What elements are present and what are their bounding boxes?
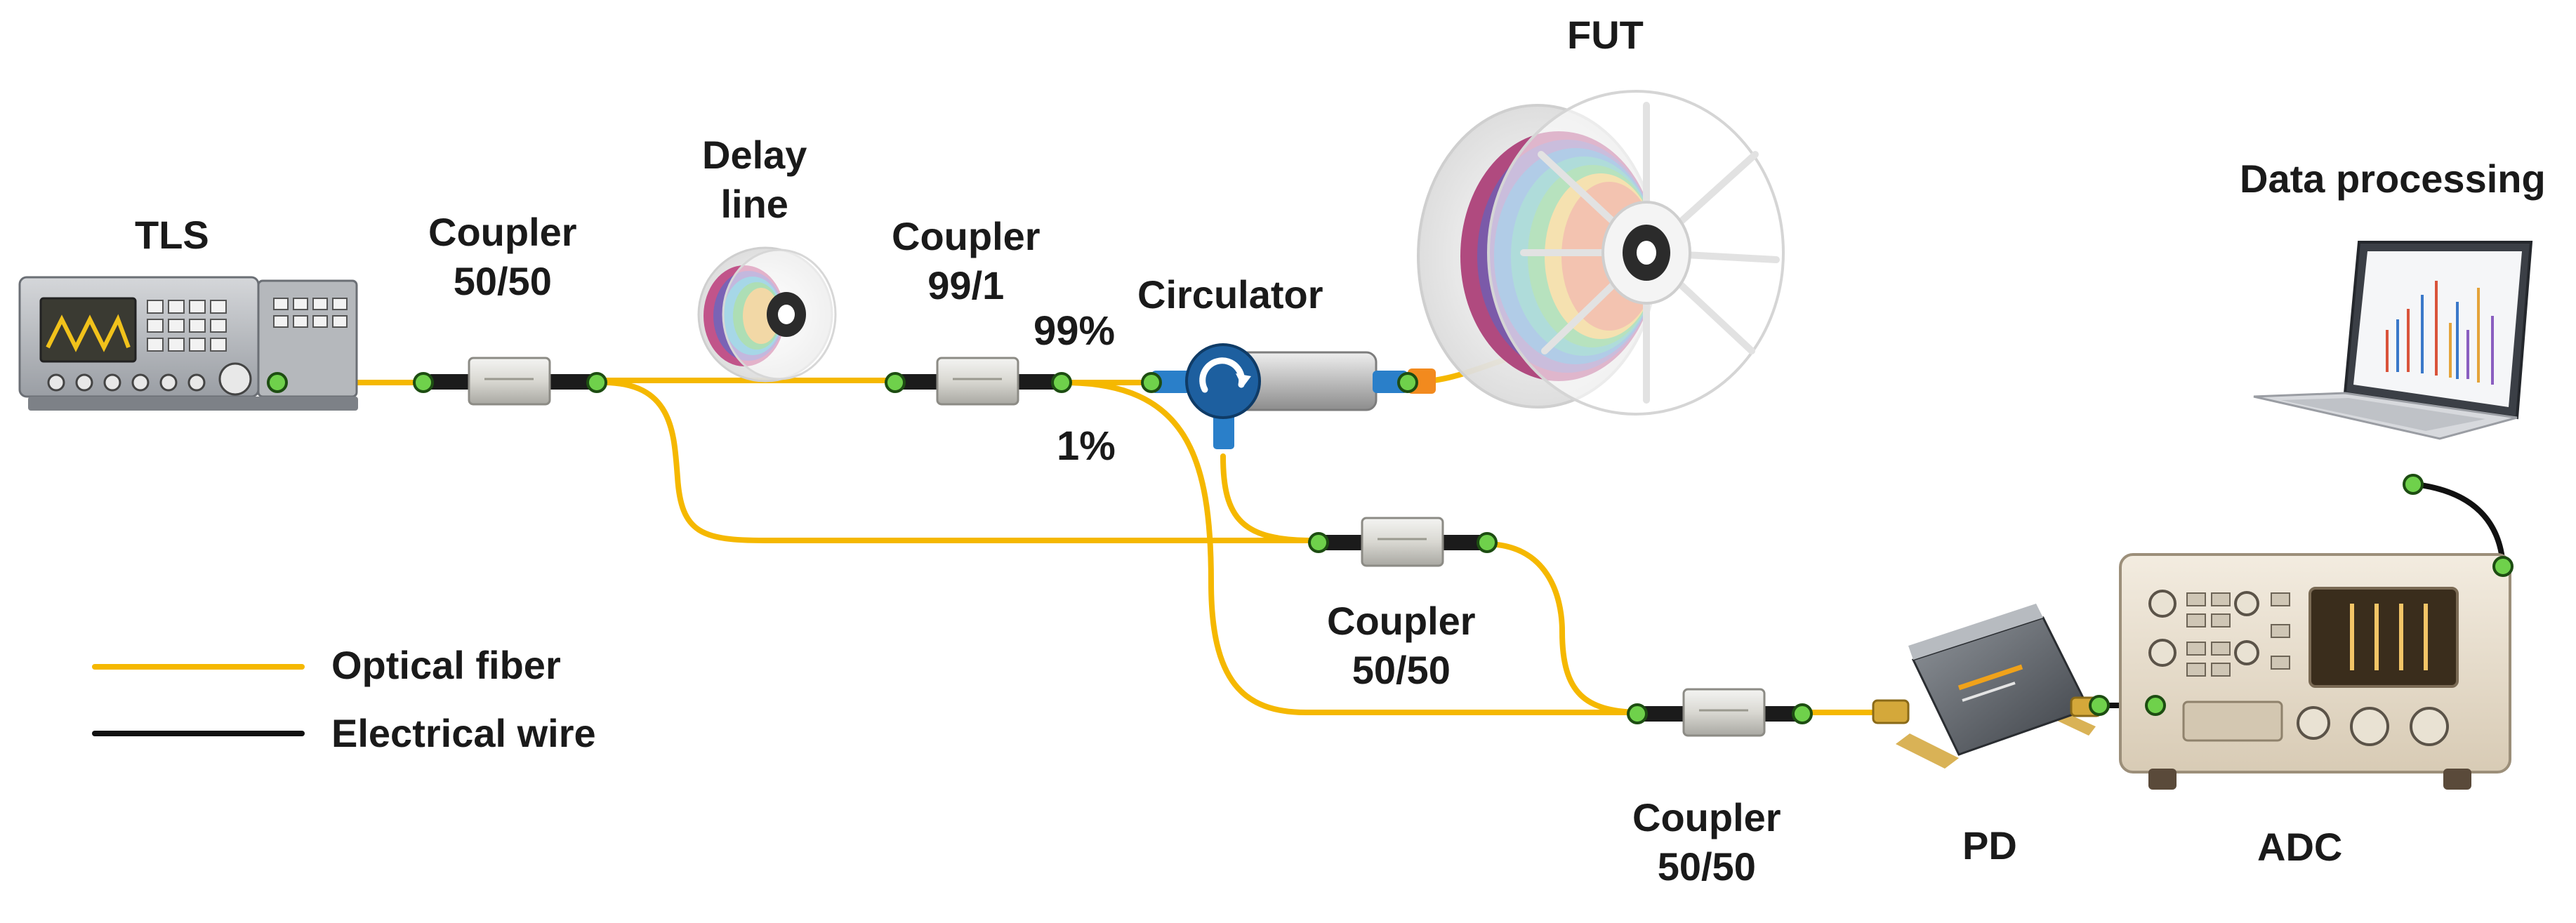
fiber-circulator-to-coupler3 bbox=[1220, 453, 1316, 543]
label-1-percent-text: 1% bbox=[1057, 423, 1116, 469]
photodetector bbox=[1872, 604, 2102, 769]
label-circulator-text: Circulator bbox=[1137, 272, 1323, 317]
label-99-percent-text: 99% bbox=[1033, 308, 1116, 354]
label-1-percent: 1% bbox=[1057, 421, 1116, 472]
tunable-laser-source-icon bbox=[18, 276, 358, 411]
label-coupler-4-line2: 50/50 bbox=[1657, 844, 1756, 889]
fiber-coupler1-reference-arm bbox=[601, 380, 1316, 543]
connector-coupler4-out bbox=[1792, 703, 1813, 724]
fiber-coupler-icon bbox=[428, 357, 593, 406]
connector-coupler3-in bbox=[1308, 532, 1329, 553]
coupler-4 bbox=[1642, 688, 1801, 737]
fiber-coupler3-to-coupler4 bbox=[1482, 541, 1639, 715]
label-tls: TLS bbox=[135, 211, 209, 260]
circulator-icon bbox=[1151, 343, 1408, 449]
coupler-3 bbox=[1320, 517, 1485, 567]
fiber-coupler-icon bbox=[1320, 517, 1485, 567]
label-tls-text: TLS bbox=[135, 213, 209, 257]
label-coupler-3-line1: Coupler bbox=[1327, 599, 1476, 643]
circulator bbox=[1151, 343, 1408, 449]
data-processing-laptop bbox=[2253, 241, 2533, 440]
label-delay-line: Delay line bbox=[702, 131, 807, 229]
connector-coupler2-out bbox=[1051, 372, 1072, 393]
connector-tls-output bbox=[267, 372, 288, 393]
connector-circulator-out bbox=[1397, 372, 1418, 393]
label-fut: FUT bbox=[1567, 11, 1644, 60]
photodetector-icon bbox=[1872, 604, 2102, 769]
label-adc-text: ADC bbox=[2257, 825, 2343, 869]
connector-coupler3-out bbox=[1477, 532, 1498, 553]
delay-line-spool bbox=[697, 246, 837, 383]
connector-circulator-in bbox=[1141, 372, 1162, 393]
label-delay-line-line2: line bbox=[720, 182, 788, 226]
connector-adc-in bbox=[2145, 695, 2166, 716]
fiber-coupler2-1pct-to-coupler4 bbox=[1061, 380, 1639, 715]
fiber-spool-icon bbox=[697, 246, 837, 383]
fut-spool bbox=[1408, 90, 1785, 416]
fiber-coupler-icon bbox=[899, 357, 1057, 406]
label-fut-text: FUT bbox=[1567, 13, 1644, 57]
label-coupler-2-line1: Coupler bbox=[892, 214, 1041, 258]
wire-adc-to-laptop bbox=[2412, 482, 2506, 568]
label-coupler-3-line2: 50/50 bbox=[1352, 648, 1451, 692]
label-coupler-2-line2: 99/1 bbox=[927, 263, 1005, 307]
legend-electrical-wire: Electrical wire bbox=[331, 711, 596, 755]
label-delay-line-line1: Delay bbox=[702, 133, 807, 177]
fiber-coupler-icon bbox=[1642, 688, 1801, 737]
label-data-processing: Data processing bbox=[2240, 154, 2546, 204]
label-data-processing-text: Data processing bbox=[2240, 157, 2546, 201]
adc-instrument bbox=[2119, 553, 2511, 790]
oscilloscope-adc-icon bbox=[2119, 553, 2511, 790]
fiber-spool-icon bbox=[1408, 90, 1785, 416]
connector-adc-out bbox=[2492, 556, 2514, 577]
connector-coupler2-in bbox=[885, 372, 906, 393]
connector-coupler1-in bbox=[413, 372, 434, 393]
label-coupler-3: Coupler 50/50 bbox=[1327, 597, 1476, 695]
label-pd: PD bbox=[1962, 821, 2017, 870]
optical-fiber-paths bbox=[92, 355, 1874, 715]
label-adc: ADC bbox=[2257, 823, 2342, 872]
connector-laptop-in bbox=[2403, 474, 2424, 495]
laptop-icon bbox=[2253, 241, 2533, 440]
label-coupler-4: Coupler 50/50 bbox=[1632, 793, 1781, 891]
fiber-connectors bbox=[267, 372, 2514, 724]
legend-optical-fiber: Optical fiber bbox=[331, 643, 561, 687]
coupler-2 bbox=[899, 357, 1057, 406]
coupler-1 bbox=[428, 357, 593, 406]
label-pd-text: PD bbox=[1962, 823, 2017, 868]
label-coupler-1: Coupler 50/50 bbox=[428, 208, 577, 306]
label-99-percent: 99% bbox=[1033, 306, 1115, 357]
label-circulator: Circulator bbox=[1137, 270, 1323, 319]
connector-coupler1-out bbox=[586, 372, 607, 393]
label-coupler-1-line1: Coupler bbox=[428, 210, 577, 254]
connector-coupler4-in bbox=[1627, 703, 1648, 724]
connector-pd-out bbox=[2089, 695, 2110, 716]
label-coupler-1-line2: 50/50 bbox=[453, 259, 552, 303]
label-coupler-4-line1: Coupler bbox=[1632, 795, 1781, 839]
label-coupler-2: Coupler 99/1 bbox=[892, 212, 1041, 310]
